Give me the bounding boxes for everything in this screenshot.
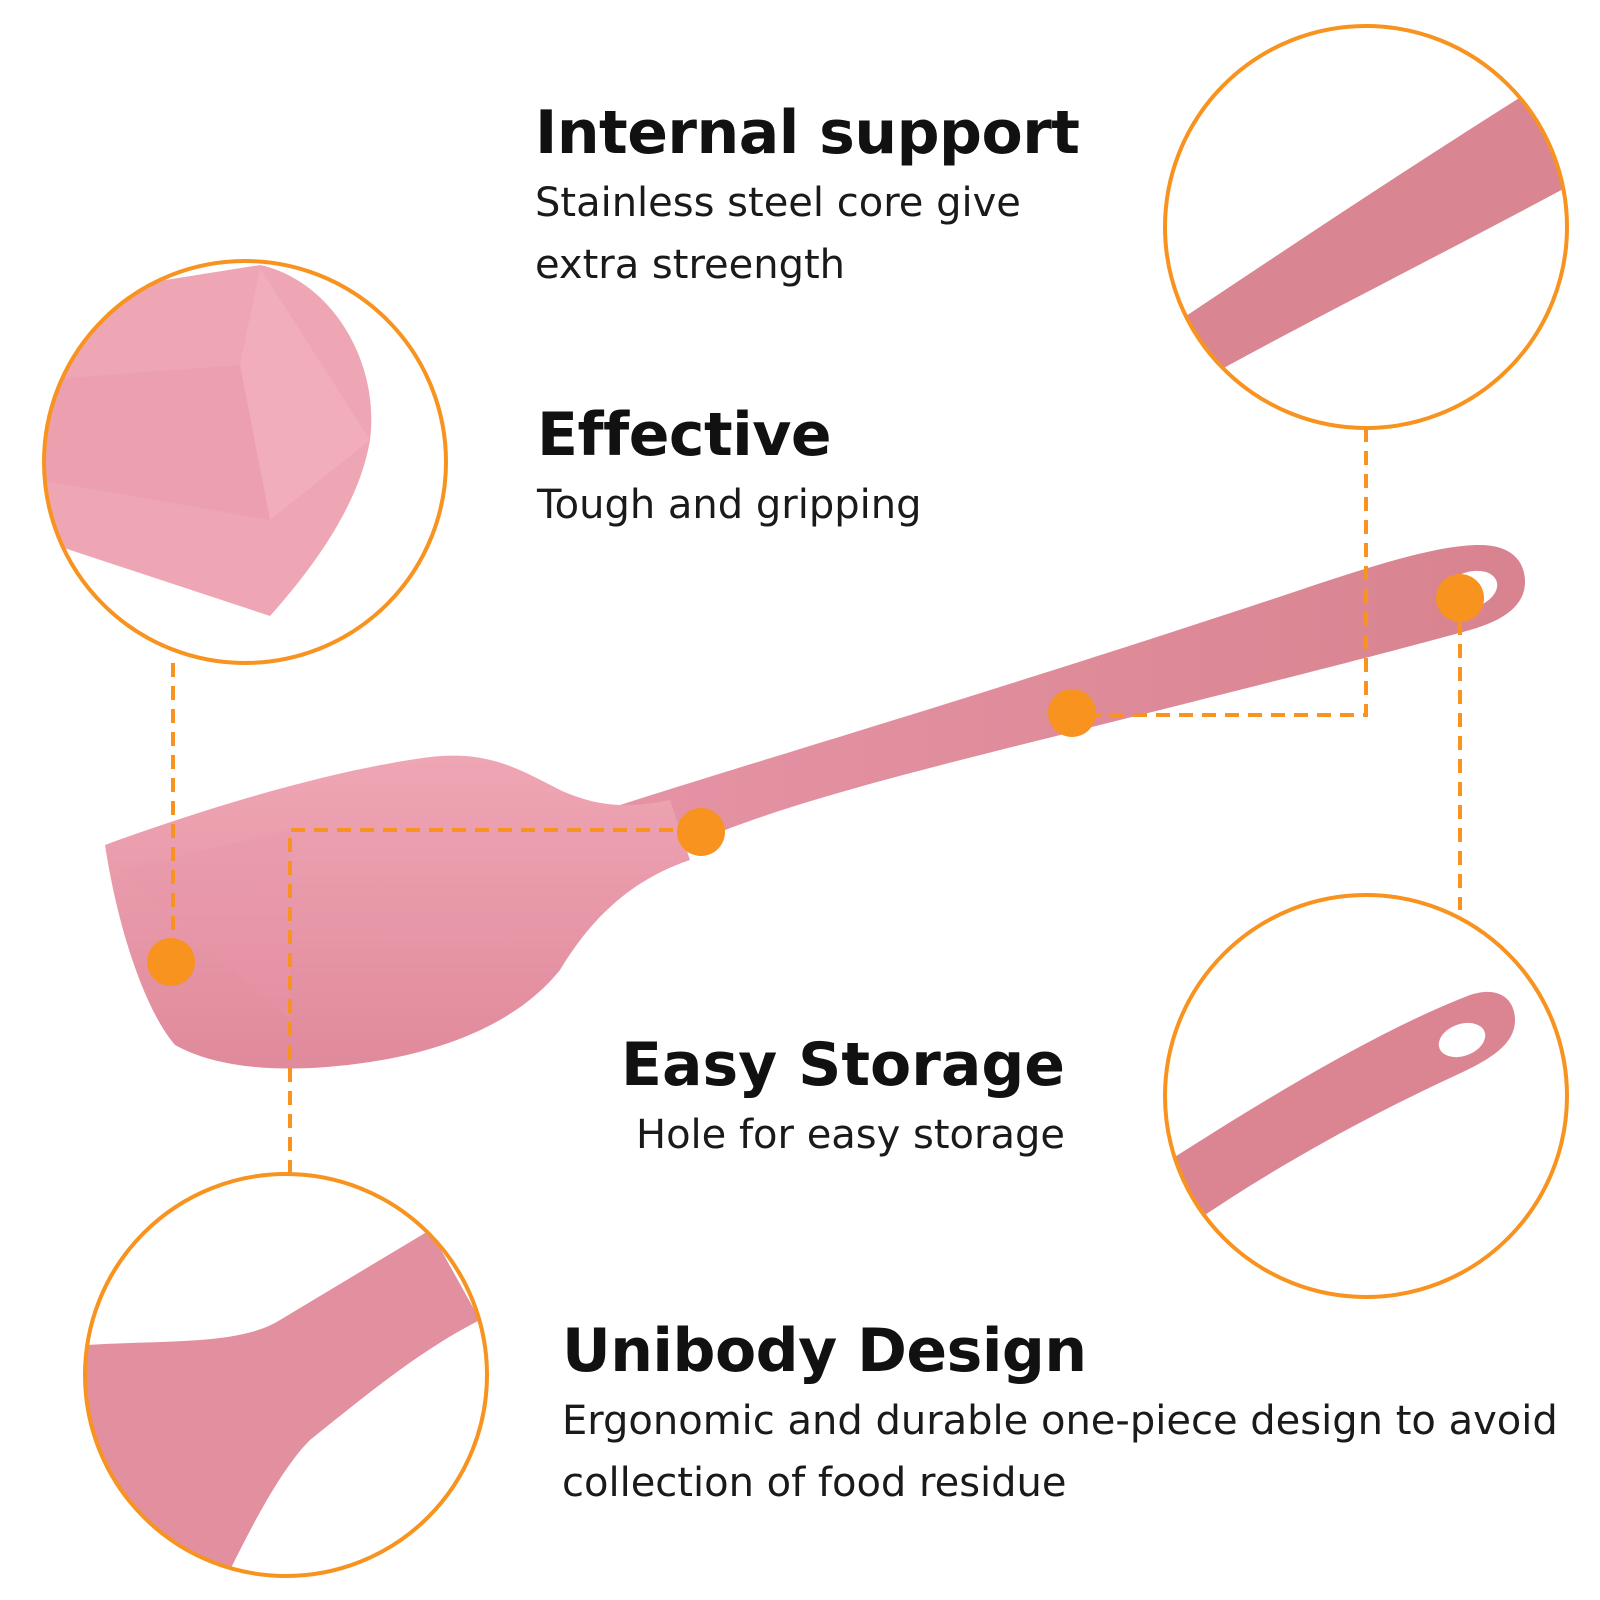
spatula-main (105, 545, 1525, 1069)
feature-internal-support: Internal support Stainless steel core gi… (535, 100, 1095, 296)
feature-effective: Effective Tough and gripping (537, 402, 1097, 536)
feature-easy-storage: Easy Storage Hole for easy storage (505, 1032, 1065, 1166)
feature-description-line: Ergonomic and durable one-piece design t… (562, 1398, 1558, 1444)
feature-description: Hole for easy storage (635, 1112, 1065, 1158)
feature-title: Easy Storage (620, 1030, 1065, 1100)
callout-dot-icon (147, 938, 195, 986)
feature-title: Effective (537, 400, 832, 470)
connector-lines (171, 428, 1462, 1174)
zoom-circle-handle (1163, 24, 1569, 430)
feature-description: Ergonomic and durable one-piece design t… (562, 1390, 1572, 1514)
feature-description-line: Stainless steel core give (535, 180, 1021, 226)
feature-title: Internal support (535, 98, 1080, 168)
callout-dot-icon (1048, 689, 1096, 737)
zoom-circle-neck (83, 1172, 489, 1578)
zoom-circle-icon (1163, 24, 1569, 430)
zoom-circle-blade-tip (42, 259, 448, 665)
zoom-circle-icon (83, 1172, 489, 1578)
connector-top-right (1074, 428, 1368, 717)
feature-description-line: collection of food residue (562, 1460, 1067, 1506)
zoom-circle-icon (1163, 893, 1569, 1299)
feature-description-line: extra streength (535, 242, 846, 288)
callout-dot-icon (1436, 574, 1484, 622)
callout-dot-icon (677, 808, 725, 856)
callout-dots (147, 574, 1484, 986)
feature-description: Stainless steel core give extra streengt… (535, 172, 1095, 296)
zoom-circle-storage-hole (1163, 893, 1569, 1299)
zoom-circle-icon (42, 259, 448, 665)
feature-title: Unibody Design (562, 1316, 1087, 1386)
feature-description: Tough and gripping (537, 482, 922, 528)
feature-unibody-design: Unibody Design Ergonomic and durable one… (562, 1318, 1572, 1514)
spatula-blade (105, 755, 690, 1069)
